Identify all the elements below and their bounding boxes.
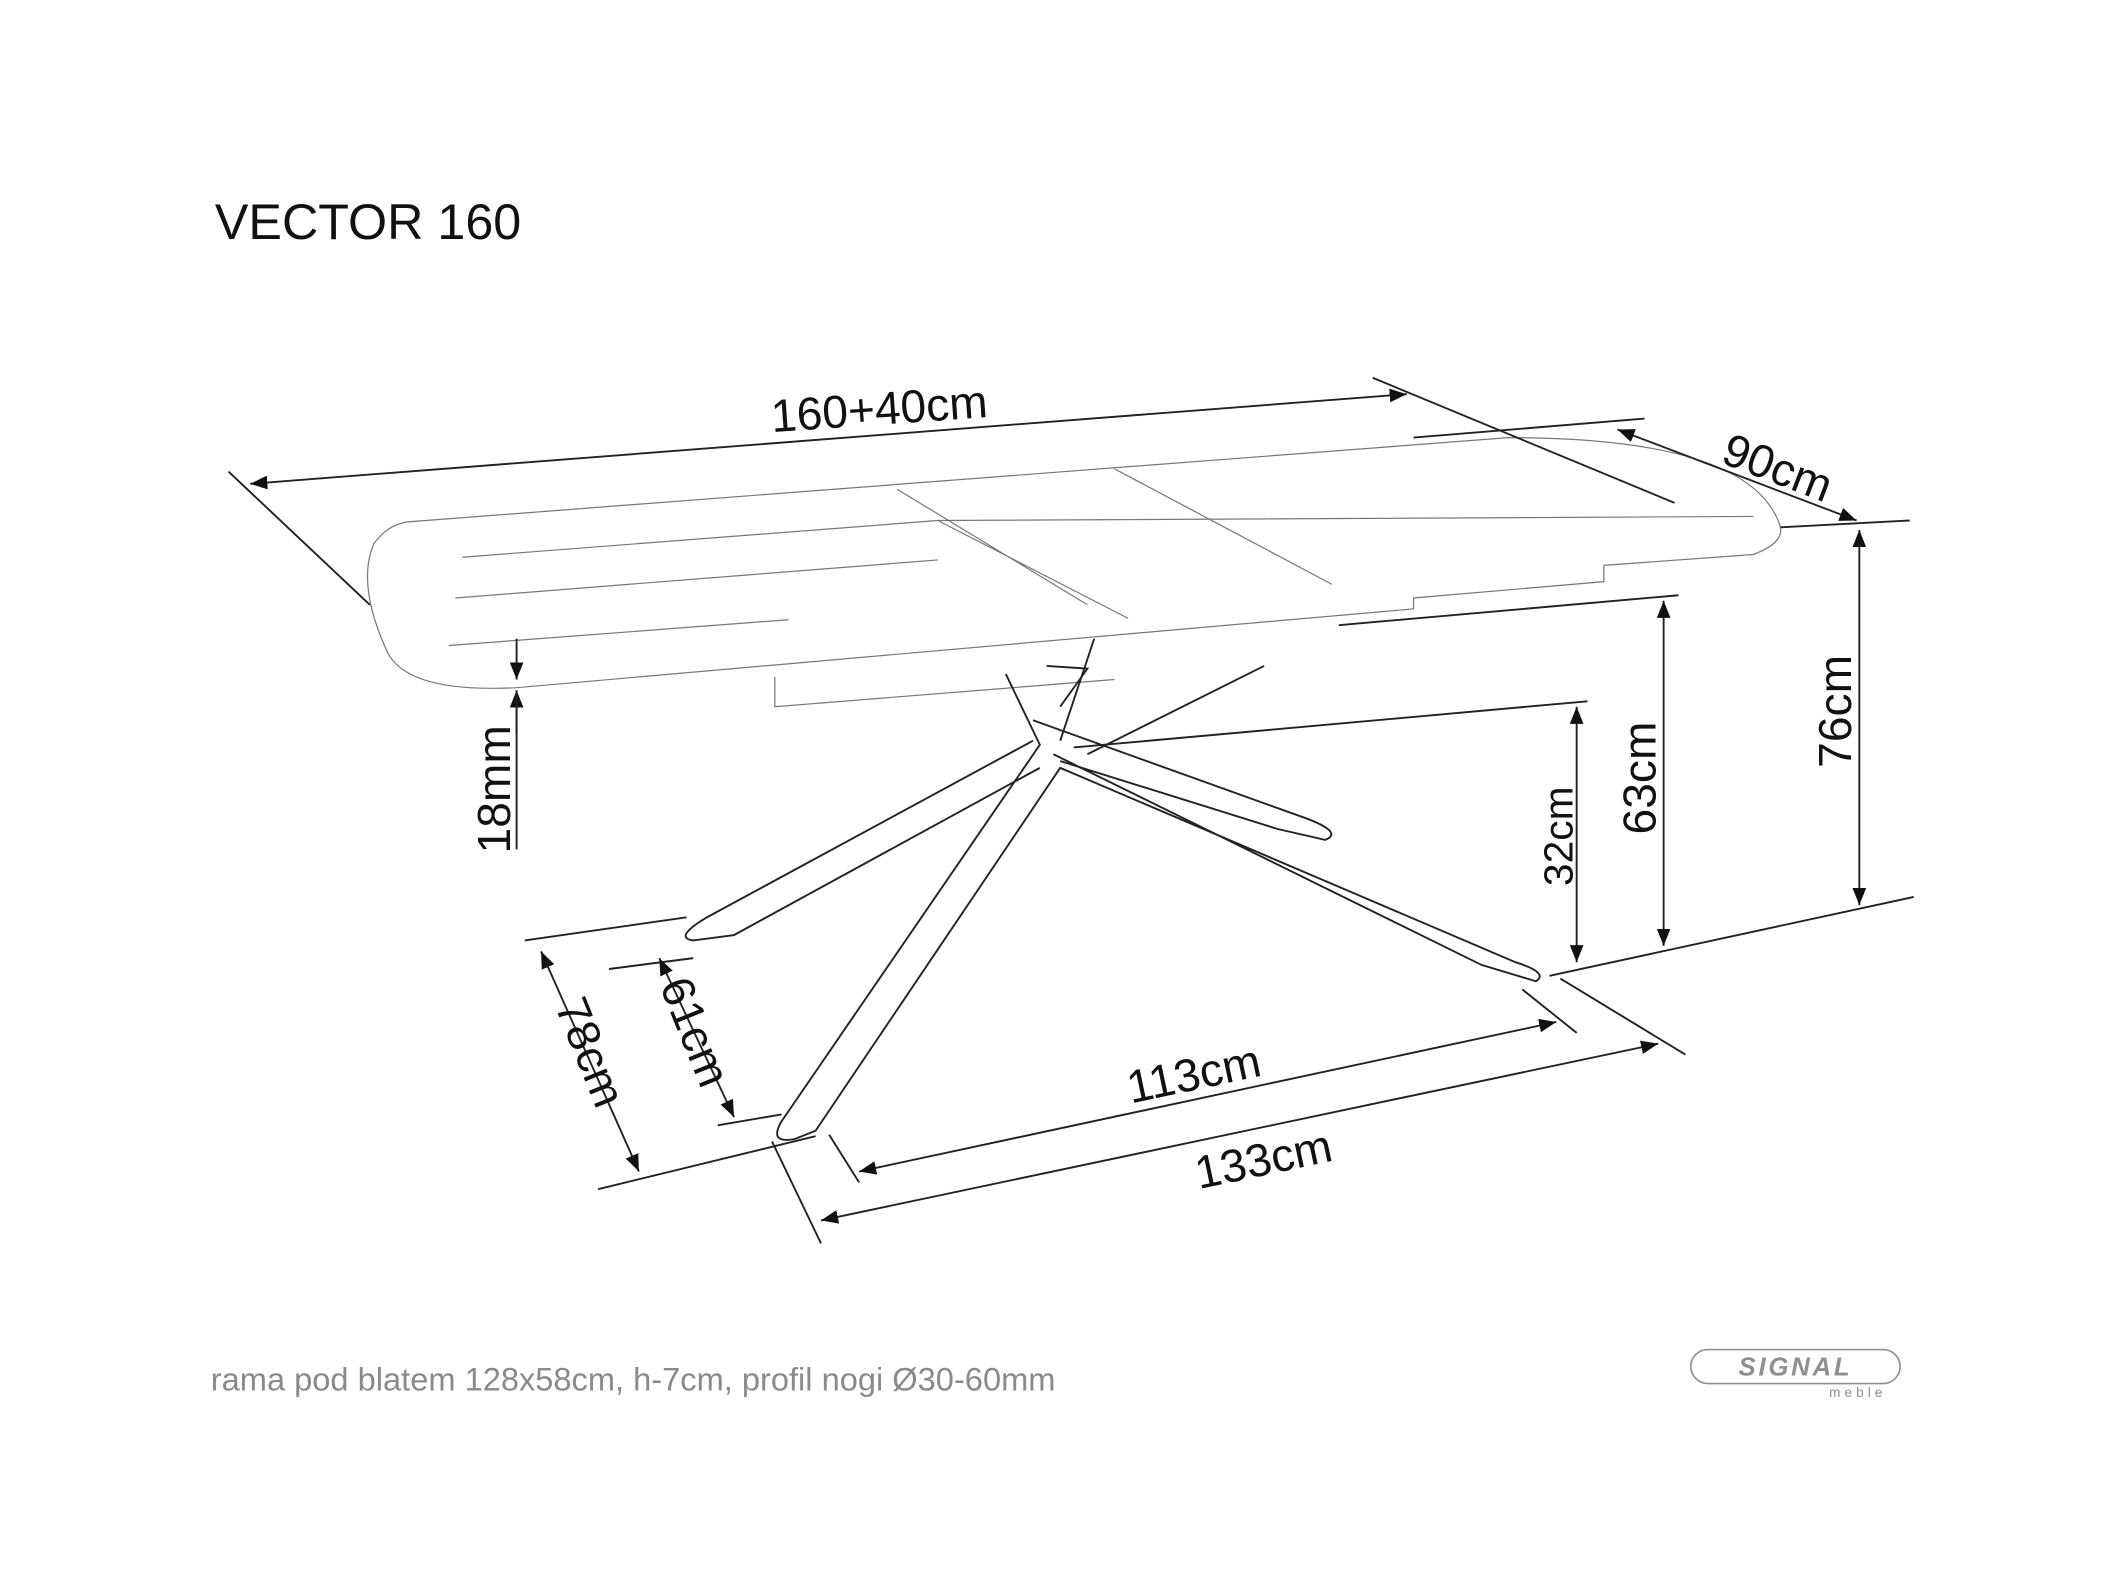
dim-leg-span-inner: 113cm bbox=[1122, 1034, 1265, 1113]
dim-leg-depth-outer: 78cm bbox=[545, 990, 636, 1114]
dim-height-total: 76cm bbox=[1809, 655, 1861, 768]
product-title: VECTOR 160 bbox=[215, 193, 521, 250]
dim-leg-span-outer: 133cm bbox=[1190, 1119, 1336, 1199]
dimension-lines bbox=[227, 376, 1914, 1244]
dim-height-under-frame: 63cm bbox=[1613, 721, 1665, 834]
tabletop bbox=[366, 436, 1782, 708]
footer-note: rama pod blatem 128x58cm, h-7cm, profil … bbox=[211, 1360, 1056, 1397]
dim-depth: 90cm bbox=[1716, 423, 1840, 512]
table-legs bbox=[684, 594, 1679, 1141]
dim-top-thickness: 18mm bbox=[468, 725, 520, 853]
logo-sub: meble bbox=[1829, 1385, 1886, 1400]
dim-length: 160+40cm bbox=[769, 375, 989, 442]
dim-height-leg-cross: 32cm bbox=[1536, 786, 1582, 886]
logo-brand: SIGNAL bbox=[1739, 1353, 1853, 1381]
dim-leg-depth-inner: 61cm bbox=[650, 970, 741, 1094]
signal-logo: SIGNAL meble bbox=[1689, 1348, 1901, 1400]
